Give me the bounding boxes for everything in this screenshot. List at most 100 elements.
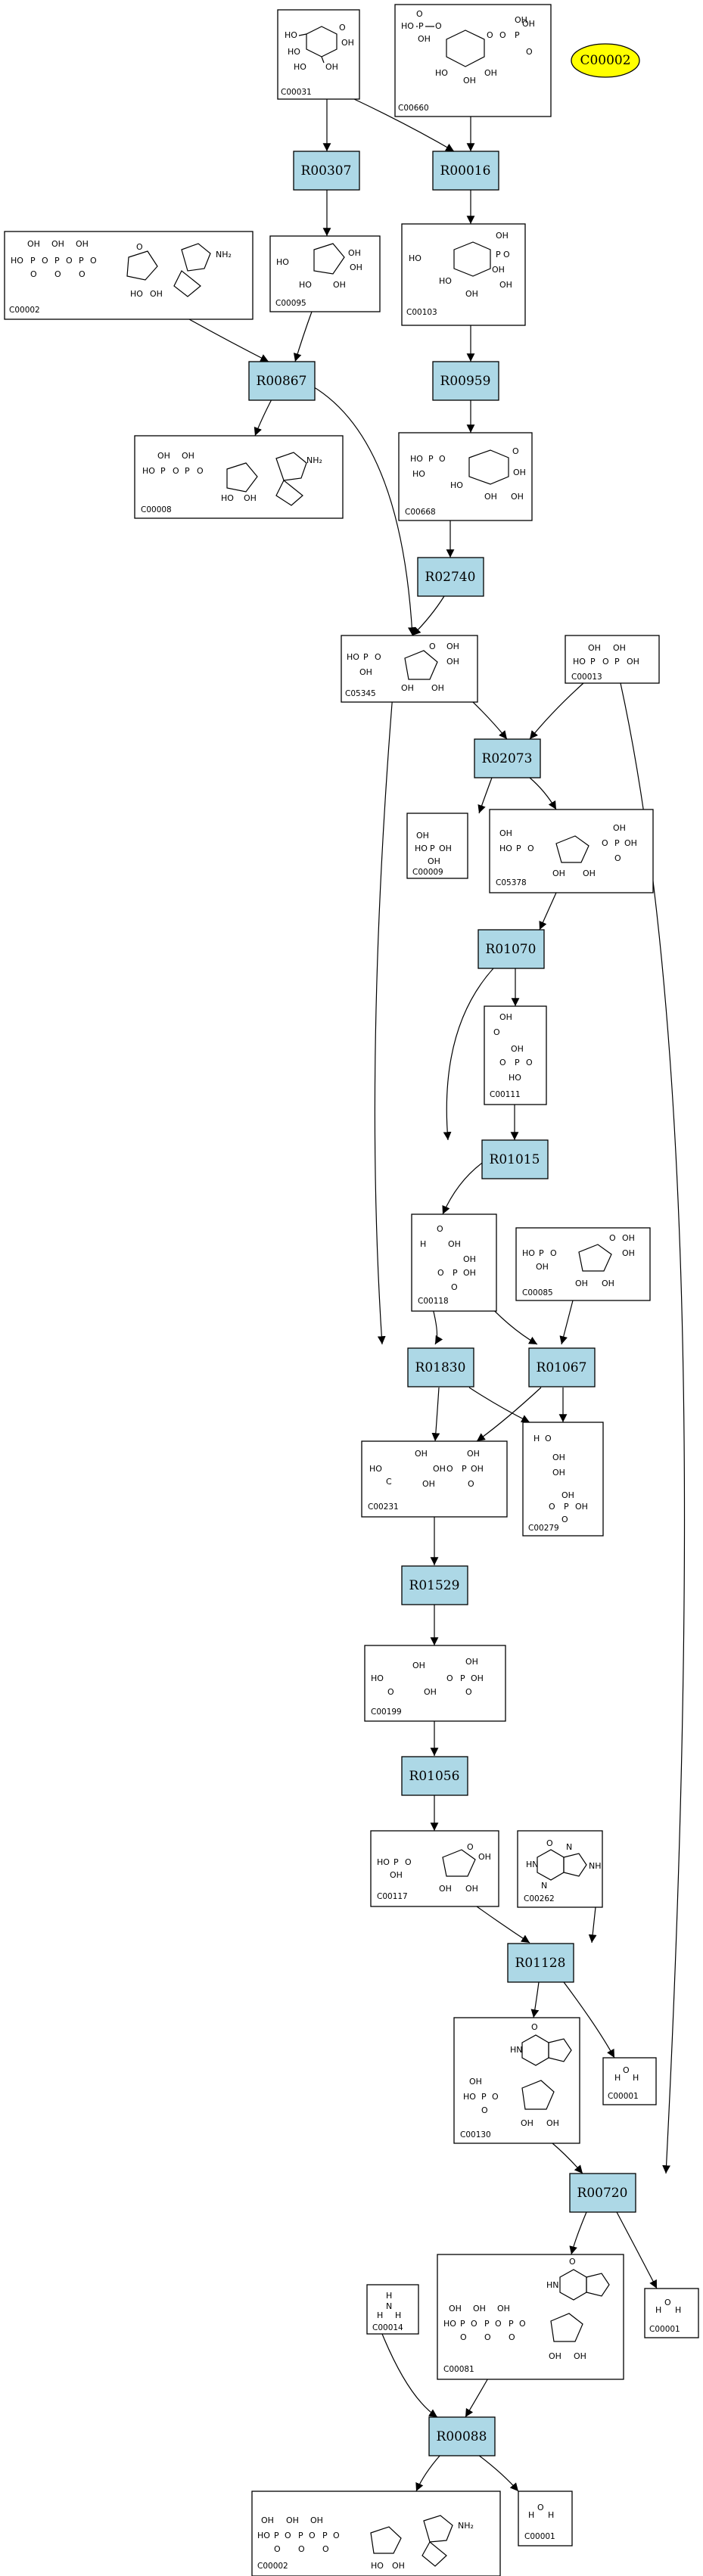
reaction-r00307[interactable]: R00307 xyxy=(293,151,360,191)
reaction-r01015[interactable]: R01015 xyxy=(481,1139,549,1179)
reaction-label: R01067 xyxy=(537,1360,587,1375)
compound-c00001-a[interactable]: HOH C00001 xyxy=(602,2057,657,2105)
edge xyxy=(443,968,494,1141)
svg-text:O: O xyxy=(274,2544,281,2554)
reaction-r00959[interactable]: R00959 xyxy=(432,361,499,401)
svg-text:P: P xyxy=(515,30,520,40)
svg-text:H: H xyxy=(386,2291,392,2301)
svg-text:OH: OH xyxy=(536,1262,549,1272)
svg-text:O: O xyxy=(519,2319,526,2329)
svg-text:HO: HO xyxy=(369,1464,382,1474)
svg-text:P: P xyxy=(79,256,84,266)
svg-text:HO: HO xyxy=(257,2531,270,2540)
svg-text:H: H xyxy=(533,1434,540,1443)
legend-c00002[interactable]: C00002 xyxy=(571,43,640,78)
svg-text:P: P xyxy=(363,652,369,662)
svg-text:OH: OH xyxy=(522,19,535,29)
svg-text:OH: OH xyxy=(627,657,639,667)
svg-text:O: O xyxy=(492,2092,499,2102)
svg-text:HO: HO xyxy=(11,256,23,266)
svg-text:H: H xyxy=(675,2305,681,2315)
svg-text:OH: OH xyxy=(446,642,459,651)
edge xyxy=(559,1300,574,1345)
svg-text:HO: HO xyxy=(285,30,297,40)
reaction-r00720[interactable]: R00720 xyxy=(569,2173,636,2213)
edge xyxy=(254,397,273,437)
svg-text:O: O xyxy=(460,2332,467,2342)
compound-label: C00262 xyxy=(524,1894,555,1903)
svg-text:P: P xyxy=(54,256,60,266)
svg-text:OH: OH xyxy=(465,289,478,299)
reaction-r01067[interactable]: R01067 xyxy=(528,1347,596,1387)
edge xyxy=(374,684,394,1345)
svg-text:OH: OH xyxy=(439,844,452,853)
svg-text:OH: OH xyxy=(359,667,372,677)
reaction-r00016[interactable]: R00016 xyxy=(432,151,499,191)
reaction-r01128[interactable]: R01128 xyxy=(507,1943,574,1983)
reaction-r01056[interactable]: R01056 xyxy=(401,1756,468,1796)
svg-text:OH: OH xyxy=(286,2515,299,2525)
svg-text:O: O xyxy=(298,2544,305,2554)
svg-text:N: N xyxy=(386,2301,392,2311)
edge xyxy=(620,682,686,2174)
reaction-r01830[interactable]: R01830 xyxy=(407,1347,474,1387)
svg-text:OH: OH xyxy=(261,2515,274,2525)
svg-text:OH: OH xyxy=(588,643,601,653)
svg-text:O: O xyxy=(484,2332,491,2342)
svg-text:OH: OH xyxy=(463,1254,476,1264)
svg-text:P: P xyxy=(428,454,434,464)
svg-text:O: O xyxy=(333,2531,340,2540)
reaction-r00088[interactable]: R00088 xyxy=(428,2416,496,2456)
svg-text:O: O xyxy=(487,30,493,40)
svg-text:OH: OH xyxy=(583,869,596,878)
svg-text:HO: HO xyxy=(435,68,448,78)
reaction-r02073[interactable]: R02073 xyxy=(474,738,541,778)
svg-text:HO: HO xyxy=(439,276,452,286)
svg-text:O: O xyxy=(416,9,423,19)
svg-text:OH: OH xyxy=(622,1248,635,1258)
svg-text:OH: OH xyxy=(492,265,505,275)
reaction-r00867[interactable]: R00867 xyxy=(248,361,316,401)
svg-text:O: O xyxy=(503,250,510,259)
compound-label: C05378 xyxy=(496,878,527,887)
edge xyxy=(588,1906,597,1944)
svg-text:O: O xyxy=(609,1233,616,1243)
reaction-r01529[interactable]: R01529 xyxy=(401,1565,468,1605)
compound-label: C00081 xyxy=(443,2365,474,2374)
reaction-r01070[interactable]: R01070 xyxy=(477,929,545,969)
edge xyxy=(353,98,455,152)
compound-c00001-b[interactable]: HOH C00001 xyxy=(644,2288,699,2338)
reaction-r02740[interactable]: R02740 xyxy=(417,557,484,597)
svg-text:O: O xyxy=(526,1058,533,1067)
svg-text:HO: HO xyxy=(443,2319,456,2329)
svg-text:HN: HN xyxy=(546,2280,559,2290)
compound-c00001-c[interactable]: HOH C00001 xyxy=(518,2491,573,2546)
